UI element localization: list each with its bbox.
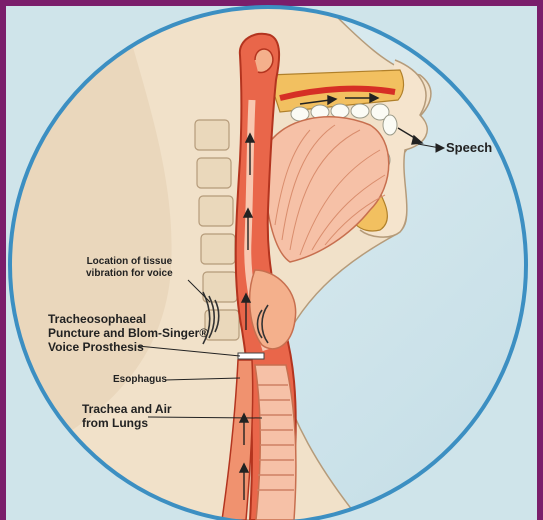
speech-label: Speech [446, 141, 492, 156]
trachea-line1: Trachea and Air [82, 403, 172, 417]
tissue-vibration-line2: vibration for voice [86, 268, 173, 280]
voice-prosthesis [238, 353, 264, 359]
trachea-line2: from Lungs [82, 417, 172, 431]
prosthesis-line1: Tracheosophaeal [48, 313, 208, 327]
esophagus-label: Esophagus [113, 374, 167, 386]
trachea-tube [255, 365, 296, 520]
prosthesis-line2: Puncture and Blom-Singer® [48, 327, 208, 341]
prosthesis-label: Tracheosophaeal Puncture and Blom-Singer… [48, 313, 208, 354]
tissue-vibration-label: Location of tissue vibration for voice [86, 256, 173, 279]
tissue-vibration-line1: Location of tissue [86, 256, 173, 268]
prosthesis-line3: Voice Prosthesis [48, 341, 208, 355]
trachea-label: Trachea and Air from Lungs [82, 403, 172, 431]
